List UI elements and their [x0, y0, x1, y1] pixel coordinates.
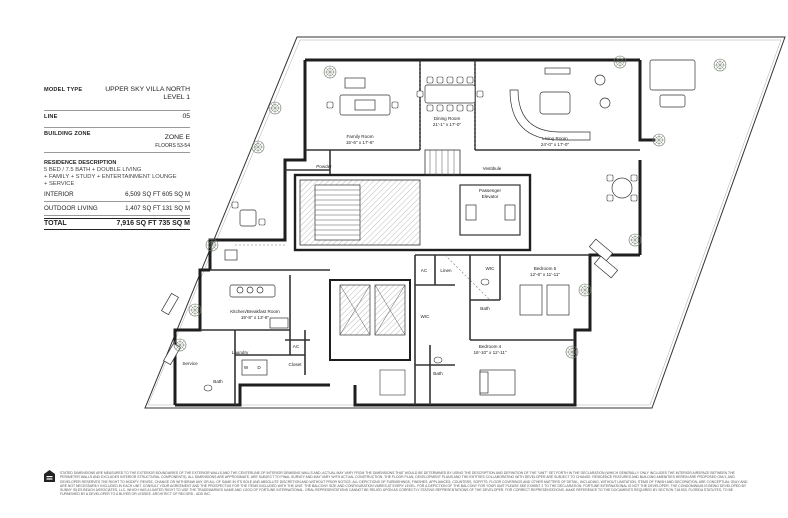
wic-label-bed5: WIC	[486, 266, 496, 271]
zone-value: ZONE E	[164, 134, 190, 141]
living-room-label: Living Room	[542, 136, 568, 141]
dining-room-label: Dining Room	[434, 116, 461, 121]
residence-heading: RESIDENCE DESCRIPTION	[44, 160, 117, 166]
interior-row: INTERIOR 6,509 SQ FT 605 SQ M	[44, 191, 190, 202]
dining-furniture	[416, 76, 484, 112]
elevator-label-2: Elevator	[482, 194, 499, 199]
bedroom-5-dim: 12'-6" x 11'-11"	[530, 272, 560, 277]
bath-label-bed4: Bath	[433, 371, 443, 376]
total-label: TOTAL	[44, 220, 67, 227]
living-room-dim: 24'-0" x 17'-0"	[541, 142, 570, 147]
total-row: TOTAL 7,916 SQ FT 735 SQ M	[44, 218, 190, 230]
vestibule-label: Vestibule	[483, 166, 502, 171]
wic-label-bed4: WIC	[421, 314, 431, 319]
model-type-level: LEVEL 1	[163, 94, 190, 101]
bedroom-furniture	[241, 284, 570, 396]
outdoor-row: OUTDOOR LIVING 1,407 SQ FT 131 SQ M	[44, 205, 190, 216]
terrace-inner-outline	[147, 39, 782, 406]
residence-line-3: + SERVICE	[44, 181, 75, 187]
outdoor-value: 1,407 SQ FT 131 SQ M	[125, 205, 190, 212]
washer-label: W	[244, 365, 249, 370]
interior-walls	[200, 60, 640, 405]
dining-room-dim: 21'-1" x 17'-0"	[433, 122, 462, 127]
bedroom-4-label: Bedroom 4	[479, 344, 502, 349]
bedroom-4-dim: 16'-10" x 12'-11"	[473, 350, 506, 355]
ac-label-service: AC	[293, 344, 300, 349]
kitchen-dim: 19'-8" x 13'-8"	[241, 315, 270, 320]
kitchen-furniture	[224, 249, 289, 329]
living-furniture	[509, 59, 696, 141]
elevator-label-1: Passenger	[479, 188, 501, 193]
family-furniture	[326, 77, 399, 116]
bath-label-bed5: Bath	[480, 306, 490, 311]
service-shaft	[329, 279, 411, 361]
line-row: LINE 05	[44, 113, 190, 128]
elevator-core	[293, 149, 532, 252]
interior-value: 6,509 SQ FT 605 SQ M	[125, 191, 190, 198]
linen-label: Linen	[440, 268, 452, 273]
family-room-dim: 15'-6" x 17'-6"	[346, 140, 375, 145]
residence-line-2: + FAMILY + STUDY + ENTERTAINMENT LOUNGE	[44, 174, 177, 180]
zone-row: BUILDING ZONE ZONE E FLOORS 53-54	[44, 130, 190, 153]
legal-disclaimer: STATED DIMENSIONS ARE MEASURED TO THE EX…	[60, 471, 748, 497]
bath-fixtures	[203, 278, 490, 396]
service-label: Service	[182, 361, 198, 366]
outdoor-label: OUTDOOR LIVING	[44, 205, 98, 212]
total-value: 7,916 SQ FT 735 SQ M	[116, 220, 190, 227]
info-panel: MODEL TYPE UPPER SKY VILLA NORTH LEVEL 1…	[44, 86, 190, 230]
bedroom-5-label: Bedroom 5	[534, 266, 557, 271]
terrace-furniture	[161, 174, 638, 366]
line-value: 05	[182, 113, 190, 120]
laundry-label: Laundry	[232, 350, 249, 355]
equal-housing-icon	[44, 470, 55, 482]
zone-floors: FLOORS 53-54	[155, 143, 190, 149]
powder-label: Powder	[316, 164, 332, 169]
closet-label: Closet	[288, 362, 302, 367]
line-label: LINE	[44, 114, 58, 120]
ac-label-bed: AC	[421, 268, 428, 273]
plants	[173, 55, 727, 359]
building-walls	[173, 58, 655, 407]
residence-line-1: 5 BED / 7.5 BATH + DOUBLE LIVING	[44, 167, 142, 173]
family-room-label: Family Room	[346, 134, 373, 139]
dashed-lines	[235, 62, 491, 301]
zone-label: BUILDING ZONE	[44, 131, 91, 137]
kitchen-label: Kitchen/Breakfast Room	[230, 309, 280, 314]
model-type-label: MODEL TYPE	[44, 87, 83, 93]
interior-label: INTERIOR	[44, 191, 74, 198]
terrace-outline	[144, 36, 786, 409]
service-bath-label: Bath	[213, 379, 223, 384]
model-type-value: UPPER SKY VILLA NORTH	[105, 86, 190, 93]
dryer-label: D	[257, 365, 261, 370]
model-type-row: MODEL TYPE UPPER SKY VILLA NORTH LEVEL 1	[44, 86, 190, 111]
